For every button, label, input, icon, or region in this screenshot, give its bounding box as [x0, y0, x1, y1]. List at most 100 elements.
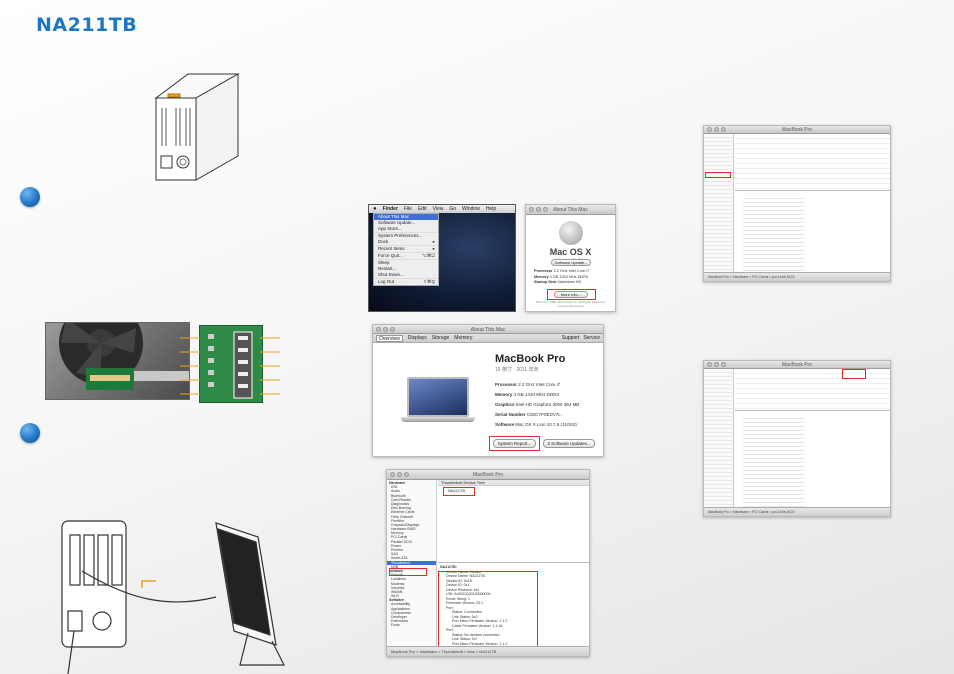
sidebar-item[interactable]: Memory [391, 531, 404, 536]
force-quit-shortcut: ⌥⌘⎋ [421, 253, 435, 258]
sidebar-item[interactable]: Hardware RAID [391, 527, 416, 532]
menu-item-recent-items[interactable]: Recent Items▸ [374, 246, 438, 253]
sidebar-item[interactable]: Diagnostics [391, 501, 410, 506]
about-small-footer: TM and © 1983-2013 Apple Inc. All Rights… [535, 300, 606, 308]
tab-storage[interactable]: Storage [431, 335, 450, 341]
sidebar-item[interactable]: Parallel SCSI [391, 539, 412, 544]
menubar-finder[interactable]: Finder [382, 206, 398, 212]
sidebar-item[interactable]: Power [391, 543, 401, 548]
sidebar-item[interactable]: Card Reader [391, 497, 412, 502]
sidebar-item[interactable]: Bluetooth [391, 493, 406, 498]
sidebar-item[interactable]: PCI Cards [391, 535, 408, 540]
detail-line: UID: 0x0001D00100000000 [446, 592, 491, 596]
tab-overview[interactable]: Overview [376, 335, 403, 342]
apple-dropdown[interactable]: About This Mac Software Update... App St… [373, 213, 439, 286]
tab-displays[interactable]: Displays [407, 335, 427, 341]
device-tree-row-selected[interactable]: NA211TB [448, 488, 466, 493]
menu-item-shut-down[interactable]: Shut Down... [374, 272, 438, 279]
detail-line: Cable Firmware Version: 1.1.16 [452, 623, 503, 628]
apple-logo-icon [558, 221, 583, 245]
fan-icon [59, 323, 189, 390]
spec-software-row: Software Mac OS X Lion 10.7.5 (11G63) [495, 420, 579, 430]
sidebar-item[interactable]: Applications [391, 606, 410, 611]
sidebar-item[interactable]: ATA [391, 485, 398, 490]
sidebar-item[interactable]: Audio [391, 489, 400, 494]
menu-item-dock[interactable]: Dock▸ [374, 239, 438, 246]
device-highlight [443, 487, 475, 496]
chevron-right-icon: ▸ [432, 239, 435, 244]
apple-icon[interactable]: ● [373, 206, 377, 212]
sidebar-item[interactable]: Components [391, 610, 411, 615]
sidebar-item[interactable]: Printers [391, 548, 404, 552]
menubar-window[interactable]: Window [462, 206, 480, 212]
sidebar-item[interactable]: USB [391, 564, 399, 569]
sysinfo-top-sidebar [704, 134, 734, 272]
sidebar-item[interactable]: Developer [391, 615, 407, 619]
sidebar-heading-hardware[interactable]: Hardware [389, 481, 405, 485]
sidebar-item[interactable]: Accessibility [391, 602, 411, 607]
menu-item-sleep[interactable]: Sleep [378, 260, 390, 265]
minimize-button[interactable] [383, 327, 388, 332]
detail-line: Device Name: NA211TB [446, 574, 485, 578]
minimize-button[interactable] [714, 127, 719, 132]
menu-item-log-out[interactable]: Log Out⇧⌘Q [374, 279, 438, 285]
startup-value: Macintosh HD [557, 280, 582, 284]
software-updates-button[interactable]: 3 Software Updates... [543, 439, 595, 448]
sidebar-heading-network[interactable]: Network [389, 568, 403, 573]
column-highlight [842, 369, 866, 379]
minimize-button[interactable] [536, 207, 541, 212]
sidebar-item[interactable]: Ethernet Cards [391, 510, 415, 515]
sidebar-item[interactable]: Locations [391, 577, 406, 582]
sidebar-item[interactable]: Disc Burning [391, 506, 411, 511]
sidebar-item-thunderbolt[interactable]: Thunderbolt [387, 560, 436, 565]
close-button[interactable] [707, 127, 712, 132]
sysinfo-top-title: MacBook Pro [781, 127, 812, 133]
menubar-help[interactable]: Help [485, 206, 497, 212]
zoom-button[interactable] [390, 327, 395, 332]
sidebar-item[interactable]: Fibre Channel [391, 514, 413, 519]
tab-service[interactable]: Service [583, 335, 600, 341]
fan-board-photo [45, 322, 190, 400]
menubar-view[interactable]: View [432, 206, 444, 212]
zoom-button[interactable] [543, 207, 548, 212]
sidebar-heading-software[interactable]: Software [389, 598, 404, 603]
tab-support[interactable]: Support [561, 335, 580, 341]
menu-item-about[interactable]: About This Mac [374, 214, 438, 220]
sidebar-item[interactable]: Graphics/Displays [391, 522, 420, 527]
software-update-button[interactable]: Software Update... [551, 259, 591, 266]
zoom-button[interactable] [404, 472, 409, 477]
sidebar-item[interactable]: Serial-ATA [391, 556, 408, 561]
menu-item-system-preferences[interactable]: System Preferences... [378, 233, 423, 238]
menu-item-software-update[interactable]: Software Update... [378, 220, 416, 225]
close-button[interactable] [376, 327, 381, 332]
tab-memory[interactable]: Memory [454, 335, 473, 341]
sidebar-item[interactable]: Wi-Fi [391, 594, 400, 599]
menubar-file[interactable]: File [403, 206, 412, 212]
sidebar-item[interactable]: Fonts [391, 623, 400, 628]
close-button[interactable] [707, 362, 712, 367]
system-report-highlight [489, 436, 540, 451]
menubar-edit[interactable]: Edit [417, 206, 427, 212]
minimize-button[interactable] [714, 362, 719, 367]
sidebar-item[interactable]: Extensions [391, 619, 409, 624]
more-info-button[interactable]: More Info... [554, 291, 588, 298]
sidebar-item[interactable]: Modems [391, 581, 405, 586]
minimize-button[interactable] [397, 472, 402, 477]
menu-item-app-store[interactable]: App Store... [374, 226, 438, 233]
close-button[interactable] [390, 472, 395, 477]
menu-item-restart[interactable]: Restart... [378, 266, 397, 271]
menubar-go[interactable]: Go [449, 206, 457, 212]
chevron-right-icon: ▸ [432, 246, 435, 251]
system-report-button[interactable]: System Report... [493, 439, 536, 448]
menu-item-force-quit[interactable]: Force Quit...⌥⌘⎋ [374, 253, 438, 260]
sidebar-item[interactable]: SAS [391, 552, 399, 557]
sidebar-item[interactable]: WWAN [391, 589, 403, 594]
zoom-button[interactable] [721, 362, 726, 367]
sysinfo-mid-titlebar: MacBook Pro [704, 361, 890, 369]
sidebar-item[interactable]: Volumes [391, 585, 405, 590]
zoom-button[interactable] [721, 127, 726, 132]
sidebar-item[interactable]: FireWire [391, 518, 405, 523]
sysinfo-mid-table [735, 369, 890, 409]
menubar[interactable]: ● Finder File Edit View Go Window Help [369, 205, 515, 213]
close-button[interactable] [529, 207, 534, 212]
